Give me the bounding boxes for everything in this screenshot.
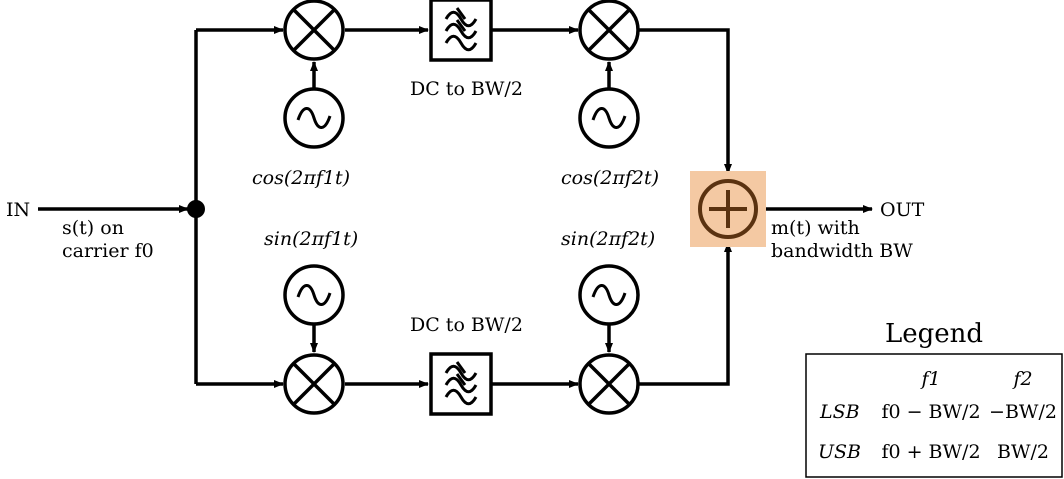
bottom-wire-to-summer xyxy=(639,242,732,386)
sine-wave-icon xyxy=(578,87,640,149)
legend-row-usb-f2: BW/2 xyxy=(997,441,1049,463)
mixer-bottom-2 xyxy=(578,353,640,415)
signal-wires xyxy=(38,26,873,388)
filter-bottom-label: DC to BW/2 xyxy=(410,314,523,336)
input-signal-label-line2: carrier f0 xyxy=(62,240,154,262)
legend-title: Legend xyxy=(885,319,983,349)
output-signal-label-line1: m(t) with xyxy=(771,217,860,239)
legend-col-f1: f1 xyxy=(919,368,940,390)
mixer-top-2 xyxy=(578,0,640,61)
multiplier-icon xyxy=(578,0,640,61)
legend: Legend f1 f2 LSB f0 − BW/2 −BW/2 USB f0 … xyxy=(805,319,1063,478)
osc-sin1-label: sin(2πf1t) xyxy=(264,228,358,250)
sine-wave-icon xyxy=(578,264,640,326)
filter-top xyxy=(429,0,493,62)
mixer-top-1 xyxy=(283,0,345,61)
junction-dot xyxy=(187,200,205,218)
multiplier-icon xyxy=(283,0,345,61)
filter-top-label: DC to BW/2 xyxy=(410,78,523,100)
lowpass-filter-icon xyxy=(429,0,493,62)
legend-row-lsb-f1: f0 − BW/2 xyxy=(881,401,980,423)
multiplier-icon xyxy=(578,353,640,415)
legend-col-f2: f2 xyxy=(1011,368,1032,390)
legend-row-usb-name: USB xyxy=(818,441,861,463)
legend-row-lsb-name: LSB xyxy=(819,401,860,423)
filter-bottom xyxy=(429,352,493,416)
legend-row-usb-f1: f0 + BW/2 xyxy=(881,441,980,463)
osc-cos2-label: cos(2πf2t) xyxy=(561,167,659,189)
plus-icon xyxy=(698,179,758,239)
top-wire-to-summer xyxy=(639,28,732,174)
multiplier-icon xyxy=(283,353,345,415)
lowpass-filter-icon xyxy=(429,352,493,416)
sine-wave-icon xyxy=(283,264,345,326)
osc-cos1-label: cos(2πf1t) xyxy=(252,167,350,189)
oscillator-sin-2 xyxy=(578,264,640,326)
mixer-bottom-1 xyxy=(283,353,345,415)
summer xyxy=(690,171,766,247)
oscillator-sin-1 xyxy=(283,264,345,326)
oscillator-cos-1 xyxy=(283,87,345,149)
sine-wave-icon xyxy=(283,87,345,149)
input-signal-label-line1: s(t) on xyxy=(62,217,124,239)
legend-row-lsb-f2: −BW/2 xyxy=(989,401,1057,423)
oscillator-cos-2 xyxy=(578,87,640,149)
output-label: OUT xyxy=(880,199,925,221)
output-signal-label-line2: bandwidth BW xyxy=(771,240,913,262)
osc-sin2-label: sin(2πf2t) xyxy=(561,228,655,250)
input-label: IN xyxy=(6,199,30,221)
legend-box xyxy=(805,353,1063,478)
